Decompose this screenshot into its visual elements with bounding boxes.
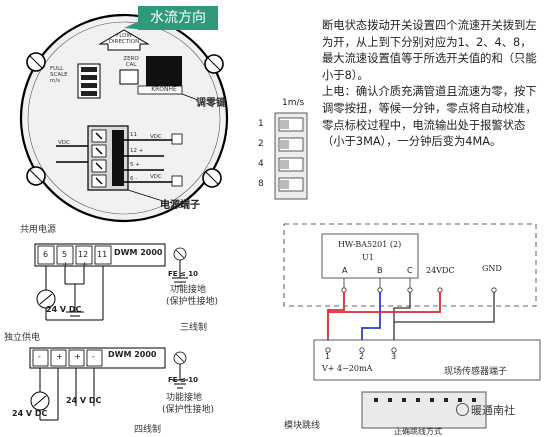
flow-direction-callout: 水流方向 — [138, 6, 218, 30]
three-wire-terminal-12: 12 — [78, 250, 89, 259]
dip-position-2: 2 — [258, 139, 264, 149]
sensor-terminal-3: 3 — [391, 352, 397, 361]
watermark-icon — [456, 403, 469, 416]
four-wire-mark-2: + — [56, 352, 63, 361]
sensor-terminal-2: 2 — [359, 352, 365, 361]
vdc-label-right-bottom: VDC — [150, 174, 162, 180]
module-supply-pin: 24VDC — [426, 266, 455, 275]
four-wire-mark-3: + — [74, 352, 81, 361]
module-unit: U1 — [362, 253, 374, 262]
four-wire-caption: 四线制 — [134, 425, 162, 435]
three-wire-title: 共用电源 — [20, 225, 57, 235]
zero-key-label: 调零键 — [196, 98, 226, 109]
four-wire-supply-right: 24 V DC — [66, 396, 102, 405]
terminal-6: 6 - — [130, 176, 138, 182]
three-wire-supply: 24 V DC — [46, 305, 82, 314]
watermark-text: 暖通南社 — [471, 404, 515, 417]
module-model: HW-BA5201 (2) — [338, 240, 402, 249]
three-wire-terminal-5: 5 — [62, 250, 68, 259]
three-wire-mark-5: + — [62, 260, 69, 269]
flow-direction-label: FLOW DIRECTION — [108, 33, 140, 45]
three-wire-caption: 三线制 — [180, 323, 208, 333]
sensor-signal: V+ 4~20mA — [322, 364, 373, 373]
three-wire-model: DWM 2000 — [114, 248, 163, 257]
terminal-5: 5 + — [130, 162, 140, 168]
terminal-11: 11 — [130, 132, 137, 138]
dip-position-8: 8 — [258, 179, 264, 189]
four-wire-fe: FE ≤ 10 — [168, 376, 199, 384]
four-wire-mark-4: - — [92, 352, 95, 361]
zero-cal-label: ZERO CAL — [123, 56, 139, 68]
terminal-12: 12 + — [130, 148, 144, 154]
module-pin-c: C — [407, 266, 413, 275]
meter-brand: KRONHE — [151, 86, 177, 93]
three-wire-ground-label: 功能接地 — [170, 285, 207, 295]
dip-position-1: 1 — [258, 119, 264, 129]
meter-face — [19, 13, 229, 223]
dip-position-4: 4 — [258, 159, 264, 169]
four-wire-protective-ground: (保护性接地) — [162, 405, 215, 415]
watermark: 暖通南社 — [456, 402, 515, 418]
vdc-label-right-top: VDC — [150, 134, 162, 140]
module-wiring — [283, 223, 541, 429]
four-wire-supply-left: 24 V DC — [12, 409, 48, 418]
four-wire-mark-1: - — [38, 352, 41, 361]
setup-instructions: 断电状态拨动开关设置四个流速开关拨到左为开，从上到下分别对应为1、2、4、8，最… — [322, 19, 537, 149]
three-wire-terminal-6: 6 — [43, 250, 49, 259]
three-wire-diagram — [34, 243, 188, 321]
four-wire-ground-label: 功能接地 — [166, 393, 203, 403]
sensor-terminal-1: 1 — [325, 352, 331, 361]
module-pin-b: B — [377, 266, 383, 275]
vdc-label-left: VDC — [58, 140, 70, 146]
three-wire-protective-ground: (保护性接地) — [166, 297, 219, 307]
module-gnd-pin: GND — [482, 264, 502, 273]
jumper-method-label: 正确跳线方式 — [394, 427, 442, 436]
terminal-block-label: 电源端子 — [160, 200, 200, 211]
three-wire-fe: FE ≤ 10 — [168, 270, 199, 278]
jumper-label: 模块跳线 — [284, 421, 321, 431]
four-wire-diagram — [29, 347, 188, 421]
dip-unit-label: 1m/s — [282, 98, 305, 108]
dip-switch — [274, 112, 308, 200]
three-wire-mark-12: + — [81, 260, 88, 269]
four-wire-model: DWM 2000 — [108, 350, 157, 359]
sensor-terminal-label: 现场传感器端子 — [444, 367, 508, 377]
full-scale-label: FULL SCALE m/s — [50, 66, 68, 84]
three-wire-terminal-11: 11 — [97, 250, 108, 259]
module-pin-a: A — [342, 266, 348, 275]
four-wire-title: 独立供电 — [4, 333, 41, 343]
